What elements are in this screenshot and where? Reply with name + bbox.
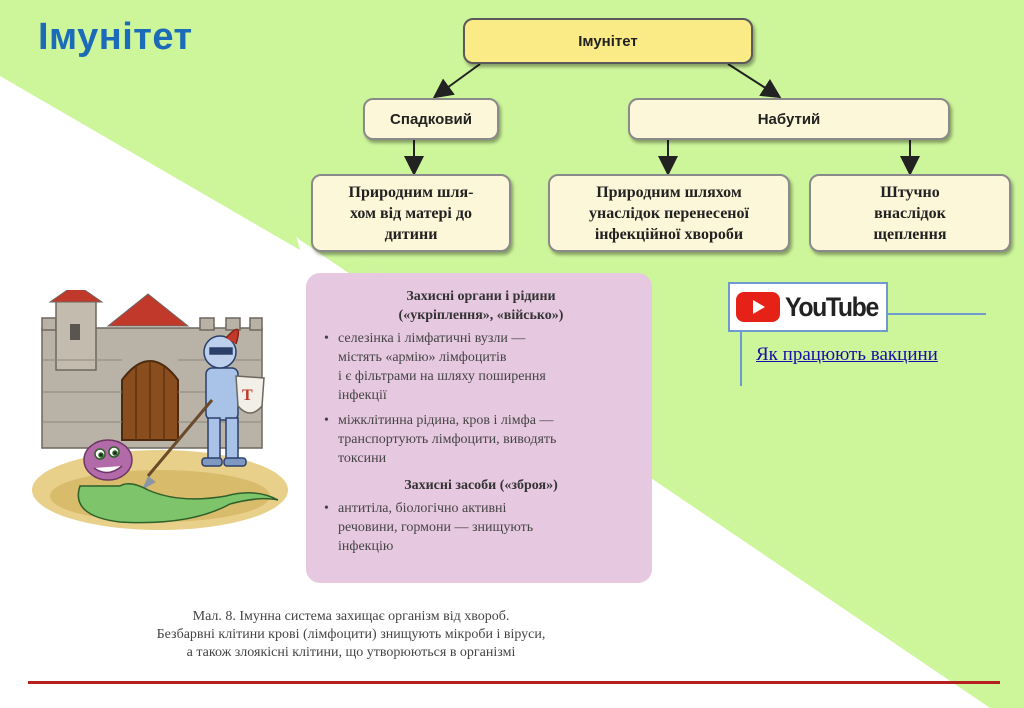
means-item-line: речовини, гормони — знищують [338,520,534,535]
organs-heading-line: Захисні органи і рідини [406,289,556,304]
diagram-maternal-line: дитини [384,225,438,243]
knight-castle-illustration: Т [32,290,288,530]
slide-title: Імунітет [38,16,193,58]
bottom-divider [28,681,1000,684]
diagram-vaccine-node: Штучно внаслідок щеплення [809,174,1011,252]
gate-arch-roof [106,293,190,327]
diagram-disease-line: Природним шляхом [596,183,742,201]
organs-heading-line: («укріплення», «військо») [398,308,564,323]
organs-item-line: міжклітинна рідина, кров і лімфа — [338,413,554,428]
organs-heading: Захисні органи і рідини («укріплення», «… [324,287,638,325]
organs-item-line: селезінка і лімфатичні вузли — [338,331,526,346]
diagram-disease-line: інфекційної хвороби [594,225,744,243]
spear [146,399,214,477]
diagram-disease-node: Природним шляхом унаслідок перенесеної і… [548,174,790,252]
organs-item-line: і є фільтрами на шляху поширення [338,369,546,384]
tower-roof [48,290,104,303]
organs-item-spleen: селезінка і лімфатичні вузли — містять «… [324,329,638,405]
diagram-root-node: Імунітет [463,18,753,64]
youtube-wordmark: YouTube [785,291,879,322]
diagram-vaccine-line: Штучно [880,183,940,201]
caption-line: Мал. 8. Імунна система захищає організм … [192,609,510,624]
caption-line: Безбарвні клітини крові (лімфоцити) знищ… [156,627,546,642]
diagram-disease-line: унаслідок перенесеної [589,204,749,222]
youtube-play-icon [736,292,780,322]
organs-item-line: інфекції [338,388,387,403]
knight [201,328,265,467]
diagram-vaccine-line: щеплення [873,225,947,243]
diagram-maternal-node: Природним шля- хом від матері до дитини [311,174,511,252]
diagram-acquired-label: Набутий [757,110,821,128]
youtube-connector-horizontal [888,313,986,315]
youtube-connector-vertical [740,332,742,386]
organs-item-line: містять «армію» лімфоцитів [338,350,507,365]
organs-item-fluid: міжклітинна рідина, кров і лімфа — транс… [324,411,638,468]
immune-info-box: Захисні органи і рідини («укріплення», «… [306,273,652,583]
caption-line: а також злоякісні клітини, що утворюютьс… [186,645,516,660]
diagram-hereditary-node: Спадковий [363,98,499,140]
means-item-line: інфекцію [338,539,394,554]
shield-emblem: Т [242,387,253,404]
youtube-logo-button[interactable]: YouTube [728,282,888,332]
diagram-vaccine-line: внаслідок [874,204,946,222]
diagram-acquired-node: Набутий [628,98,950,140]
diagram-hereditary-label: Спадковий [390,110,472,128]
diagram-root-label: Імунітет [578,32,638,50]
organs-item-line: токсини [338,451,387,466]
organs-item-line: транспортують лімфоцити, виводять [338,432,557,447]
diagram-maternal-line: хом від матері до [350,204,472,222]
monster [77,439,279,524]
diagram-maternal-line: Природним шля- [348,183,474,201]
vaccine-video-link[interactable]: Як працюють вакцини [756,344,938,365]
means-item-line: антитіла, біологічно активні [338,501,507,516]
means-heading: Захисні засоби («зброя») [404,478,558,493]
means-item-antibodies: антитіла, біологічно активні речовини, г… [324,499,638,556]
figure-caption: Мал. 8. Імунна система захищає організм … [86,608,616,662]
